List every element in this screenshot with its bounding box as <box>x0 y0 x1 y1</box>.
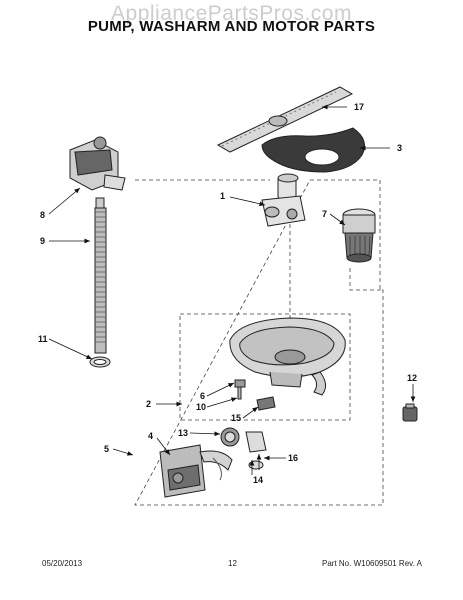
filter-shield-part <box>261 127 365 173</box>
footer-part-number: Part No. W10609501 Rev. A <box>322 559 422 568</box>
callout-4: 4 <box>148 431 153 441</box>
manifold-part <box>261 173 306 227</box>
drain-valve-part <box>402 403 418 422</box>
footer-date: 05/20/2013 <box>42 559 83 568</box>
assembly-outline <box>134 179 384 506</box>
callout-13: 13 <box>178 428 188 438</box>
callout-14: 14 <box>253 475 263 485</box>
callout-8: 8 <box>40 210 45 220</box>
callout-1: 1 <box>220 191 225 201</box>
callout-16: 16 <box>288 453 298 463</box>
callout-6: 6 <box>200 391 205 401</box>
leader-lines <box>48 104 416 475</box>
callout-9: 9 <box>40 236 45 246</box>
callout-2: 2 <box>146 399 151 409</box>
callout-5: 5 <box>104 444 109 454</box>
callout-10: 10 <box>196 402 206 412</box>
callout-7: 7 <box>322 209 327 219</box>
screw-bracket-part <box>234 379 246 400</box>
drain-hose-part <box>94 197 107 354</box>
watermark: AppliancePartsPros.com <box>111 2 352 25</box>
footer-page-number: 12 <box>228 559 237 568</box>
callout-12: 12 <box>407 373 417 383</box>
callout-11: 11 <box>38 334 48 344</box>
connector-part <box>245 431 267 470</box>
callout-3: 3 <box>397 143 402 153</box>
upper-spray-arm-part <box>216 86 354 153</box>
pump-motor-part <box>69 136 126 191</box>
grommet-part <box>220 427 240 447</box>
sump-assembly-part <box>229 317 346 396</box>
turbidity-sensor-part <box>256 396 276 411</box>
page-title: PUMP, WASHARM AND MOTOR PARTS <box>87 18 376 35</box>
hose-clamp-part <box>89 356 111 368</box>
wash-pump-part <box>159 444 233 498</box>
callout-17: 17 <box>354 102 364 112</box>
callout-15: 15 <box>231 413 241 423</box>
filter-part <box>342 208 376 263</box>
